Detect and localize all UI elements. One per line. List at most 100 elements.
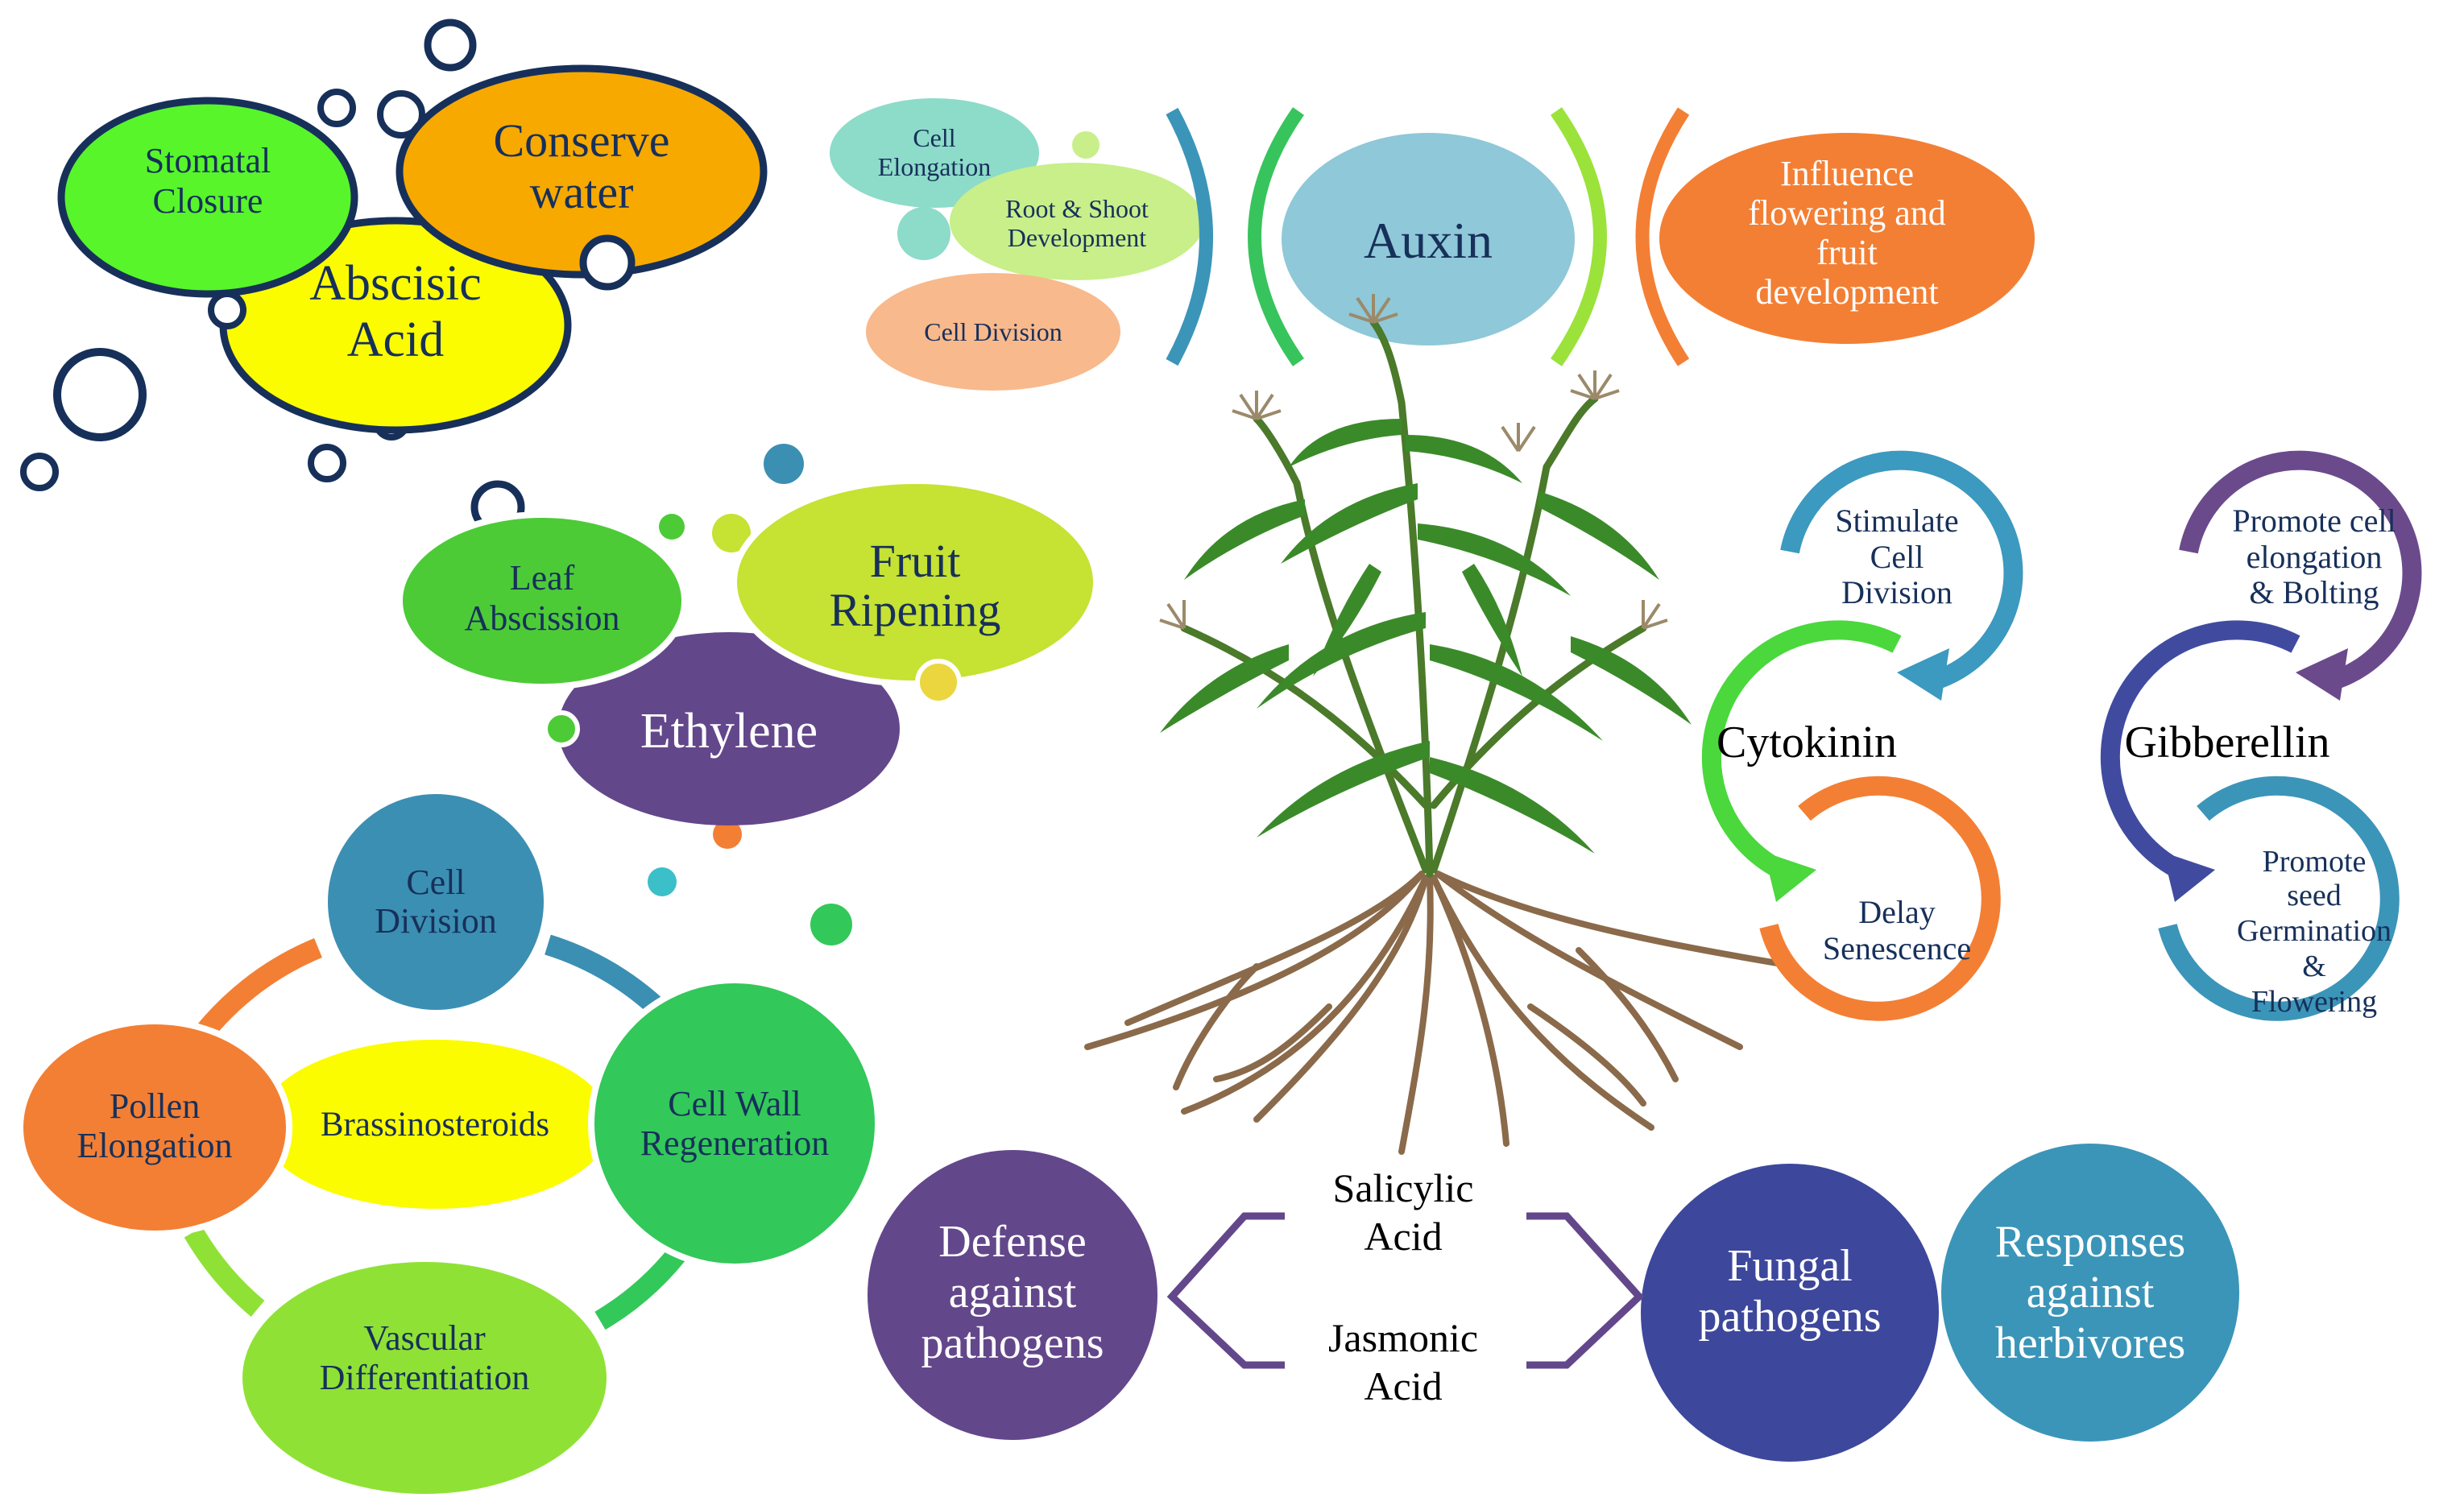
- cell-elongation-label: Cell: [913, 123, 955, 152]
- fruit-ripening-label: Ripening: [830, 584, 1001, 636]
- ethylene-dot: [712, 514, 751, 552]
- responses-label: Responses: [1995, 1217, 2185, 1267]
- cell-wall-regeneration-bubble: [588, 977, 881, 1270]
- ethylene-dot: [648, 867, 677, 896]
- gibberellin-arc-teal: [2158, 776, 2400, 1021]
- cell-wall-label: Regeneration: [640, 1123, 830, 1163]
- fruit-ripening-label: Fruit: [870, 535, 961, 587]
- responses-label: against: [2027, 1268, 2155, 1318]
- ethylene-dot: [764, 444, 804, 484]
- defense-label: Defense: [938, 1217, 1086, 1267]
- abscisic-bubble: [20, 453, 59, 491]
- defense-label: pathogens: [921, 1318, 1104, 1368]
- influence-flowering-label: flowering and: [1748, 193, 1946, 233]
- ethylene-dot: [659, 514, 685, 540]
- influence-flowering-label: development: [1755, 272, 1938, 312]
- cytokinin-arrow-green: [1764, 852, 1816, 902]
- auxin-dot: [1074, 308, 1098, 333]
- pollen-label: Pollen: [110, 1086, 200, 1126]
- auxin-dot: [1072, 131, 1099, 159]
- auxin-dot: [897, 207, 950, 260]
- vascular-label: Vascular: [363, 1318, 486, 1358]
- influence-flowering-label: Influence: [1780, 154, 1914, 193]
- promote-seed-label: Flowering: [2251, 985, 2377, 1019]
- auxin-bracket-orange: [1635, 107, 1690, 366]
- root-shoot-label: Root & Shoot: [1005, 194, 1149, 223]
- abscisic-bubble: [377, 90, 425, 139]
- salicylic-acid-label: Salicylic: [1333, 1165, 1474, 1210]
- stimulate-cell-label: Stimulate: [1835, 503, 1958, 539]
- cytokinin-cluster: Stimulate Cell Division Cytokinin Delay …: [1701, 450, 2023, 1021]
- leaf-abscission-label: Leaf: [510, 558, 575, 598]
- leaf-abscission-bubble: [396, 511, 688, 690]
- conserve-water-bubble: [395, 64, 768, 279]
- abscisic-bubble: [53, 348, 147, 441]
- cytokinin-arc-orange: [1759, 776, 2001, 1021]
- promote-cell-label: elongation: [2247, 539, 2383, 575]
- abscisic-bubble: [208, 291, 246, 329]
- ethylene-dot: [713, 820, 742, 849]
- gibberellin-arc-indigo: [2100, 620, 2300, 879]
- brassinosteroids-label: Brassinosteroids: [321, 1106, 549, 1144]
- abscisic-bubble: [424, 19, 477, 72]
- ethylene-cluster: Ethylene Leaf Abscission Fruit Ripening: [396, 444, 1099, 945]
- ethylene-dot: [543, 710, 580, 747]
- promote-seed-label: Germination: [2237, 914, 2392, 948]
- fruit-ripening-bubble: [731, 478, 1099, 687]
- gibberellin-label: Gibberellin: [2124, 718, 2329, 767]
- conserve-water-label: Conserve: [493, 114, 669, 167]
- brass-ring-lime: [184, 1227, 265, 1317]
- pollen-elongation-bubble: [17, 1018, 292, 1237]
- abscisic-bubble: [579, 234, 636, 291]
- abscisic-bubble: [317, 89, 356, 127]
- brass-cell-division-label: Division: [375, 901, 497, 941]
- salicylic-acid-label: Acid: [1364, 1214, 1442, 1259]
- brass-cell-division-bubble: [321, 788, 550, 1016]
- stomatal-closure-bubble: [57, 97, 358, 298]
- cell-division-label: Cell Division: [924, 317, 1062, 346]
- abscisic-bubble: [308, 444, 346, 482]
- cytokinin-arrow-teal: [1897, 648, 1949, 701]
- left-bracket-connector: [1166, 1212, 1285, 1369]
- cell-elongation-label: Elongation: [878, 152, 991, 181]
- auxin-bracket-green: [1248, 107, 1304, 366]
- vascular-label: Differentiation: [320, 1358, 530, 1397]
- gibberellin-cluster: Promote cell elongation & Bolting Gibber…: [2100, 450, 2422, 1021]
- cytokinin-arc-teal: [1780, 450, 2023, 692]
- plant-illustration-icon: [1084, 294, 1799, 1155]
- ethylene-dot: [810, 904, 852, 945]
- abscisic-acid-label: Abscisic: [309, 256, 482, 311]
- stimulate-cell-label: Cell: [1870, 539, 1924, 575]
- cell-wall-label: Cell Wall: [668, 1084, 801, 1123]
- cytokinin-label: Cytokinin: [1717, 718, 1897, 767]
- defense-pathogens-bubble: [868, 1150, 1157, 1440]
- promote-seed-label: Promote: [2263, 845, 2367, 879]
- pollen-label: Elongation: [77, 1126, 232, 1165]
- jasmonic-acid-label: Acid: [1364, 1363, 1442, 1409]
- defense-label: against: [949, 1268, 1077, 1318]
- fungal-label: pathogens: [1698, 1292, 1881, 1342]
- delay-senescence-label: Delay: [1858, 894, 1936, 930]
- brassinosteroids-center: [259, 1040, 611, 1209]
- conserve-water-label: water: [530, 166, 634, 218]
- right-bracket-connector: [1526, 1212, 1645, 1369]
- brassinosteroids-cluster: Brassinosteroids Cell Division Cell Wall…: [17, 788, 881, 1500]
- root-shoot-label: Development: [1008, 223, 1147, 252]
- cytokinin-arc-green: [1701, 620, 1902, 879]
- fungal-label: Fungal: [1727, 1241, 1853, 1291]
- auxin-label: Auxin: [1364, 212, 1493, 269]
- promote-seed-label: &: [2302, 949, 2326, 983]
- jasmonic-acid-label: Jasmonic: [1328, 1315, 1478, 1360]
- root-shoot-bubble: [950, 163, 1204, 280]
- promote-cell-label: & Bolting: [2249, 574, 2379, 610]
- stimulate-cell-label: Division: [1841, 574, 1953, 610]
- gibberellin-arrow-indigo: [2163, 852, 2215, 902]
- auxin-cluster: Cell Elongation Root & Shoot Development…: [830, 98, 2035, 391]
- ethylene-dot: [915, 659, 962, 705]
- stomatal-closure-label: Stomatal: [145, 141, 271, 180]
- promote-seed-label: seed: [2287, 879, 2342, 912]
- gibberellin-arc-purple: [2179, 450, 2422, 692]
- auxin-main: [1282, 133, 1575, 345]
- vascular-differentiation-bubble: [236, 1256, 613, 1500]
